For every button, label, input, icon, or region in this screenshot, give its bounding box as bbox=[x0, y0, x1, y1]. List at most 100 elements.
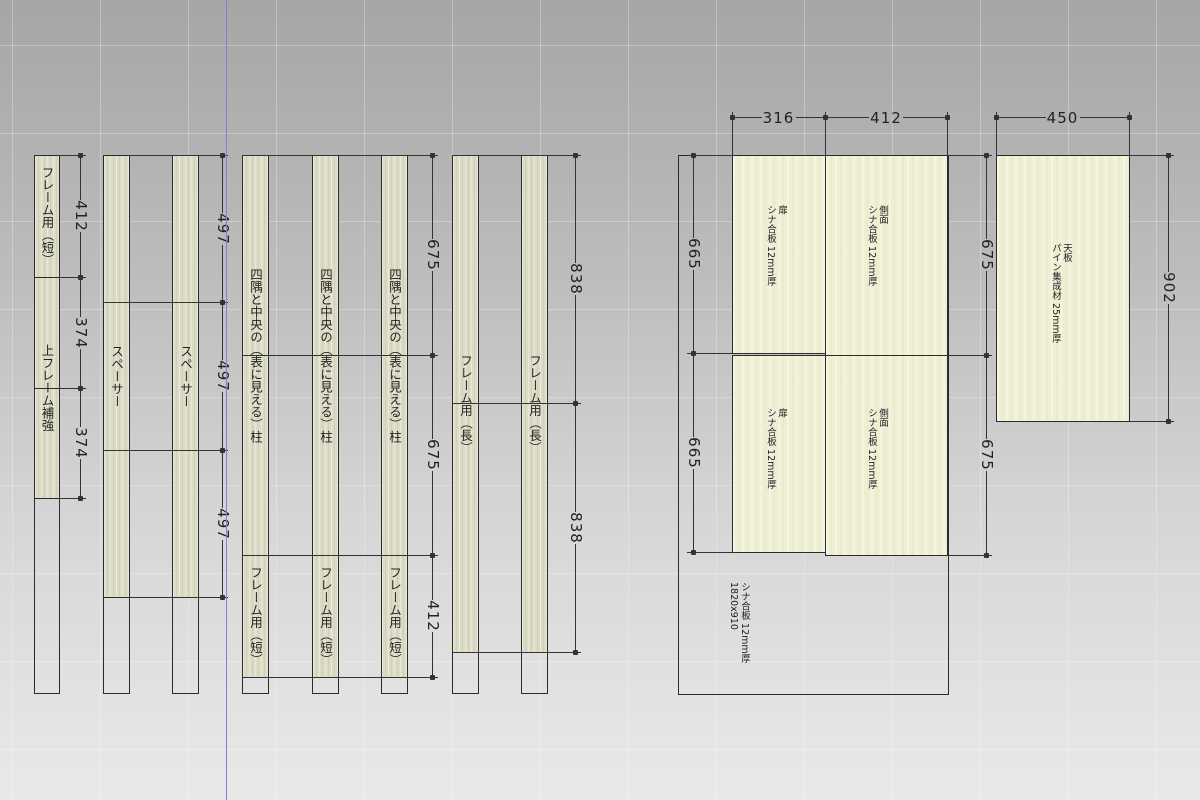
dimension-value: 838 bbox=[567, 263, 585, 295]
dimension-line bbox=[432, 355, 433, 439]
dimension-line bbox=[986, 355, 987, 439]
dimension-extension-line bbox=[947, 112, 948, 155]
cut-piece[interactable] bbox=[172, 155, 199, 303]
cut-piece[interactable] bbox=[103, 155, 130, 303]
dimension-line bbox=[575, 403, 576, 512]
dimension-line bbox=[575, 295, 576, 403]
panel-material: シナ合板 12mm厚 bbox=[866, 205, 877, 287]
dimension-value: 374 bbox=[72, 427, 90, 459]
dimension-value: 665 bbox=[685, 238, 703, 270]
panel-piece[interactable] bbox=[825, 355, 948, 556]
dimension-line bbox=[432, 271, 433, 355]
panel-material: 1820x910 bbox=[728, 582, 739, 630]
dimension-value: 497 bbox=[214, 212, 232, 245]
panel-piece[interactable] bbox=[732, 155, 826, 354]
piece-label: 上フレーム補強 bbox=[34, 277, 59, 498]
dimension-line bbox=[986, 471, 987, 555]
dimension-line bbox=[575, 543, 576, 652]
dimension-value: 497 bbox=[214, 507, 232, 540]
dimension-line bbox=[825, 117, 869, 118]
dimension-extension-line bbox=[242, 555, 438, 556]
dimension-tick bbox=[220, 595, 225, 600]
dimension-line bbox=[693, 270, 694, 353]
cut-piece[interactable] bbox=[103, 450, 130, 598]
dimension-line bbox=[432, 555, 433, 600]
dimension-line bbox=[693, 155, 694, 238]
dimension-line bbox=[903, 117, 947, 118]
panel-piece[interactable] bbox=[996, 155, 1130, 422]
reference-line bbox=[242, 355, 432, 356]
panel-piece[interactable] bbox=[732, 355, 826, 553]
dimension-line bbox=[80, 155, 81, 200]
cut-piece[interactable] bbox=[172, 450, 199, 598]
dimension-value: 497 bbox=[214, 360, 232, 392]
dimension-extension-line bbox=[687, 552, 732, 553]
cut-piece[interactable] bbox=[312, 555, 339, 678]
dimension-extension-line bbox=[242, 677, 438, 678]
dimension-extension-line bbox=[1129, 155, 1174, 156]
cut-piece[interactable] bbox=[34, 388, 60, 499]
dimension-line bbox=[1168, 304, 1169, 421]
dimension-extension-line bbox=[947, 155, 992, 156]
dimension-line bbox=[222, 539, 223, 597]
panel-title: 天板 bbox=[1061, 243, 1072, 262]
dimension-extension-line bbox=[947, 355, 992, 356]
dimension-line bbox=[432, 155, 433, 239]
dimension-value: 675 bbox=[424, 239, 442, 271]
vertical-guide-line[interactable] bbox=[226, 0, 227, 800]
dimension-extension-line bbox=[129, 155, 228, 156]
dimension-line bbox=[693, 353, 694, 437]
panel-title: 扉 bbox=[776, 408, 787, 418]
panel-label: 側面シナ合板 12mm厚 bbox=[866, 408, 888, 489]
dimension-extension-line bbox=[825, 112, 826, 155]
dimension-extension-line bbox=[687, 155, 732, 156]
dimension-tick bbox=[984, 553, 989, 558]
panel-title: シナ合板 12mm厚 bbox=[739, 582, 750, 664]
panel-material: シナ合板 12mm厚 bbox=[765, 205, 776, 287]
dimension-line bbox=[1168, 155, 1169, 272]
dimension-extension-line bbox=[687, 353, 732, 354]
panel-piece[interactable] bbox=[825, 155, 948, 356]
dimension-line bbox=[80, 459, 81, 498]
dimension-value: 412 bbox=[870, 109, 902, 127]
panel-material: シナ合板 12mm厚 bbox=[765, 408, 776, 490]
cut-piece[interactable] bbox=[381, 555, 408, 678]
dimension-extension-line bbox=[452, 155, 581, 156]
dimension-line bbox=[432, 471, 433, 555]
dimension-value: 665 bbox=[685, 436, 703, 469]
piece-label-text: フレーム用（短） bbox=[39, 166, 55, 266]
dimension-line bbox=[222, 302, 223, 360]
dimension-line bbox=[222, 244, 223, 302]
piece-label: スペーサー bbox=[103, 302, 129, 450]
piece-label: フレーム用（短） bbox=[381, 555, 407, 677]
piece-label: フレーム用（短） bbox=[34, 155, 59, 277]
dimension-line bbox=[80, 388, 81, 427]
dimension-extension-line bbox=[732, 112, 733, 155]
dimension-extension-line bbox=[996, 112, 997, 155]
dimension-tick bbox=[945, 115, 950, 120]
dimension-value: 675 bbox=[978, 239, 996, 271]
cut-piece[interactable] bbox=[34, 277, 60, 389]
cut-piece[interactable] bbox=[172, 302, 199, 451]
dimension-line bbox=[732, 117, 762, 118]
dimension-tick bbox=[573, 650, 578, 655]
dimension-tick bbox=[1127, 115, 1132, 120]
dimension-value: 412 bbox=[424, 600, 442, 632]
piece-label-text: スペーサー bbox=[178, 344, 193, 408]
panel-label: 扉シナ合板 12mm厚 bbox=[765, 408, 787, 489]
dimension-line bbox=[80, 232, 81, 277]
reference-line bbox=[452, 403, 575, 404]
dimension-line bbox=[986, 155, 987, 239]
cut-piece[interactable] bbox=[103, 302, 130, 451]
piece-label: フレーム用（短） bbox=[242, 555, 268, 677]
dimension-extension-line bbox=[129, 597, 228, 598]
piece-label-text: フレーム用（短） bbox=[387, 566, 402, 666]
dimension-value: 412 bbox=[72, 200, 90, 232]
dimension-line bbox=[432, 632, 433, 677]
reference-line bbox=[103, 302, 222, 303]
panel-material: パイン集成材 25mm厚 bbox=[1050, 243, 1061, 344]
dimension-line bbox=[795, 117, 825, 118]
cut-piece[interactable] bbox=[452, 155, 479, 653]
cut-piece[interactable] bbox=[242, 555, 269, 678]
